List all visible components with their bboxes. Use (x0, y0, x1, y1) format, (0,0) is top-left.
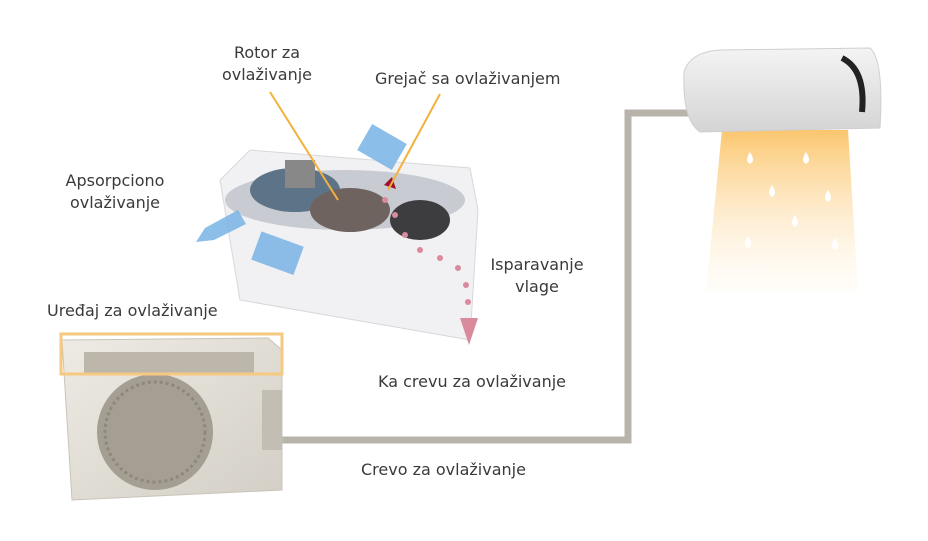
evaporation-label: Isparavanje vlage (487, 254, 587, 298)
warm-air-cone (706, 130, 858, 292)
rotor-label-line1: Rotor za (233, 43, 301, 62)
absorption-label-line1: Apsorpciono (65, 171, 165, 190)
rotor-leader (269, 91, 339, 201)
humidifier-module (219, 149, 479, 345)
hose-label: Crevo za ovlaživanje (361, 460, 526, 479)
heater-leader (387, 93, 441, 191)
evaporation-label-line2: vlage (515, 277, 559, 296)
absorption-label: Apsorpciono ovlaživanje (55, 170, 175, 214)
outdoor-unit (61, 337, 283, 501)
device-label: Uređaj za ovlaživanje (47, 301, 218, 320)
humidifier-highlight-box (59, 332, 284, 376)
moist-air-dots (382, 197, 471, 305)
rotor-label: Rotor za ovlaživanje (212, 42, 322, 86)
heater-label: Grejač sa ovlaživanjem (375, 69, 561, 88)
water-droplets (745, 152, 838, 250)
moist-air-arrow (460, 318, 478, 345)
rotor-label-line2: ovlaživanje (221, 65, 313, 84)
indoor-unit (683, 47, 882, 133)
airflow-arrows (196, 124, 407, 275)
humidification-hose (282, 109, 692, 444)
to-hose-label: Ka crevu za ovlaživanje (378, 372, 567, 391)
evaporation-label-line1: Isparavanje (490, 255, 584, 274)
absorption-label-line2: ovlaživanje (69, 193, 161, 212)
